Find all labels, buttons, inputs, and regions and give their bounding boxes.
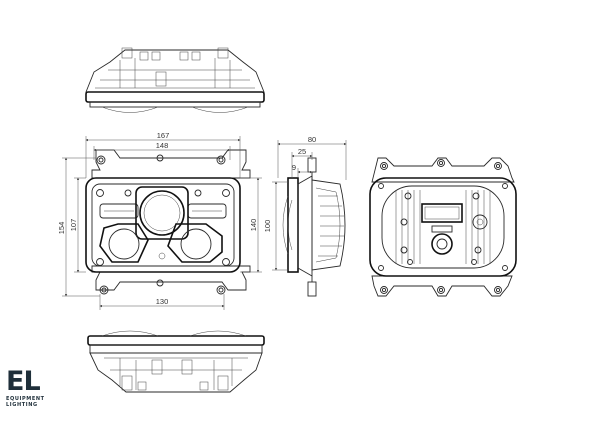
- dim-housing-width: 148: [156, 141, 169, 150]
- top-view: [85, 47, 265, 113]
- dim-side-depth: 80: [308, 135, 316, 144]
- dim-side-offset-a: 25: [298, 147, 306, 156]
- dim-side-offset-b: 9: [292, 163, 296, 172]
- front-view: 167 148 130 154 107 140: [57, 131, 262, 310]
- dim-housing-height: 107: [69, 219, 78, 232]
- logo-line-2: LIGHTING: [6, 402, 38, 408]
- brand-logo: EL EQUIPMENT LIGHTING: [6, 366, 66, 409]
- rear-view: [369, 157, 517, 297]
- dim-overall-height: 154: [57, 222, 66, 235]
- dim-lens-height: 140: [249, 219, 258, 232]
- dim-overall-width: 167: [157, 131, 170, 140]
- bottom-view: [87, 330, 265, 393]
- logo-line-1: EQUIPMENT: [6, 396, 45, 402]
- logo-mark: EL: [6, 366, 41, 397]
- side-view: 80 25 9 100: [263, 135, 347, 297]
- dim-side-height: 100: [263, 220, 272, 233]
- dim-bottom-spacing: 130: [156, 297, 169, 306]
